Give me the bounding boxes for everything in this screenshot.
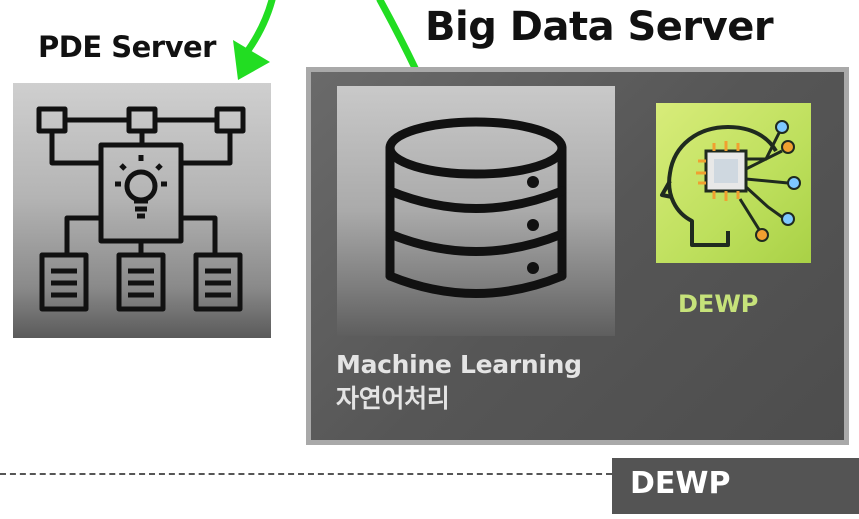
dewp-tag-label: DEWP xyxy=(630,466,731,501)
big-data-server-title: Big Data Server xyxy=(425,4,774,50)
dashed-divider xyxy=(0,473,612,475)
caption-nlp: 자연어처리 xyxy=(336,384,450,413)
dewp-tag xyxy=(612,458,859,514)
big-data-caption: Machine Learning 자연어처리 xyxy=(336,348,582,416)
arrow-to-pde-server xyxy=(240,0,276,60)
ai-head-chip-icon xyxy=(660,120,801,247)
ai-dewp-label: DEWP xyxy=(678,290,759,318)
pde-server-title: PDE Server xyxy=(38,30,216,64)
ai-head-box xyxy=(656,103,811,263)
database-box xyxy=(337,86,615,336)
pde-server-box xyxy=(13,83,271,338)
caption-machine-learning: Machine Learning xyxy=(336,350,582,379)
flowchart-lightbulb-icon xyxy=(36,106,246,312)
database-icon xyxy=(385,117,567,298)
arrow-from-big-data-server xyxy=(376,0,420,74)
arrow-head-pde xyxy=(233,40,270,80)
